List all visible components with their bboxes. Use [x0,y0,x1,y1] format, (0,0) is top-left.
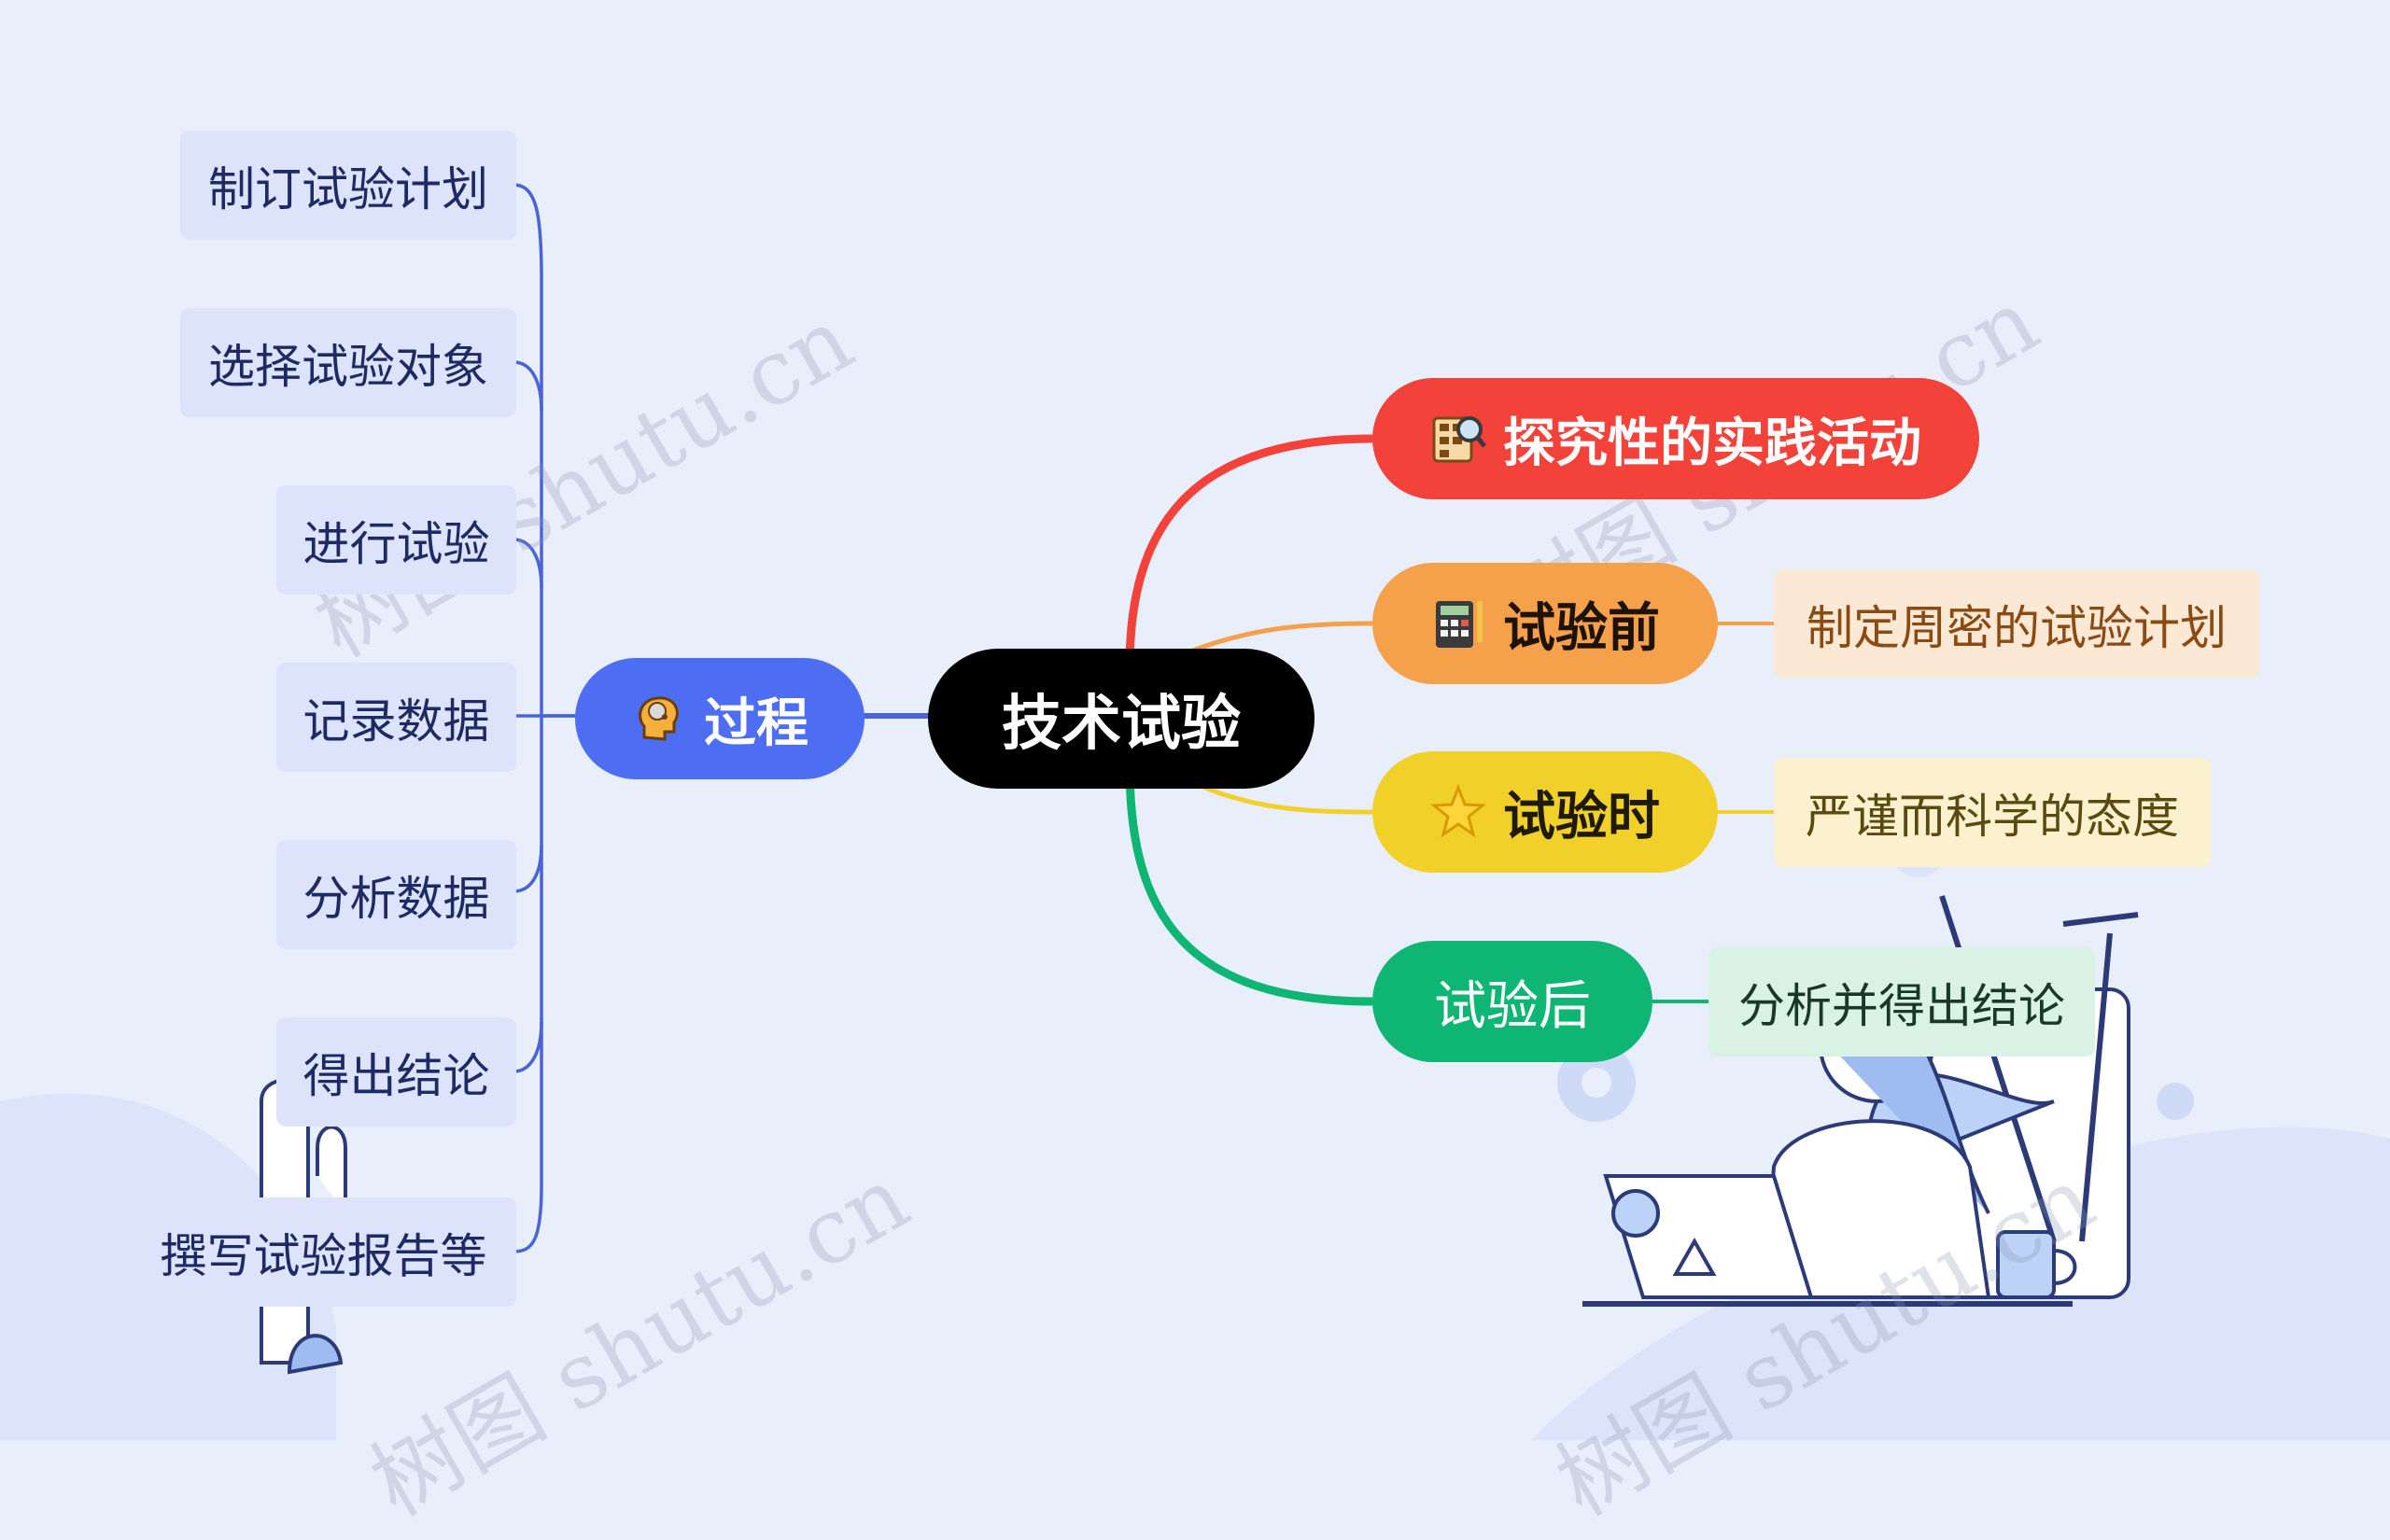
thinking-head-icon [631,691,687,747]
branch-label: 探究性的实践活动 [1503,413,1921,474]
root-label: 技术试验 [1002,690,1241,759]
connector-red [1125,434,1373,668]
leaf-label: 选择试验对象 [208,339,488,394]
left-connectors [513,183,929,1253]
leaf-node-plan[interactable]: 制订试验计划 [180,131,516,240]
connector-yellow [1184,777,1373,815]
detail-label: 制定周密的试验计划 [1807,600,2227,655]
branch-node-process[interactable]: 过程 [575,658,865,779]
connector-orange [1185,621,1373,656]
branch-node-before-test[interactable]: 试验前 [1372,563,1718,684]
detail-label: 分析并得出结论 [1738,978,2065,1033]
leaf-label: 记录数据 [302,693,490,749]
star-icon [1429,783,1487,840]
detail-node-conclusion[interactable]: 分析并得出结论 [1708,947,2095,1057]
leaf-node-select-object[interactable]: 选择试验对象 [180,308,516,417]
detail-node-plan[interactable]: 制定周密的试验计划 [1774,569,2259,679]
magnifier-calculator-icon [1430,411,1486,467]
root-node[interactable]: 技术试验 [928,649,1314,789]
person-laptop-illustration [1582,895,2139,1307]
detail-node-attitude[interactable]: 严谨而科学的态度 [1774,758,2211,867]
branch-label: 试验后 [1434,975,1591,1037]
calculator-icon [1430,595,1486,651]
leaf-node-report[interactable]: 撰写试验报告等 [131,1197,516,1307]
leaf-node-analyze-data[interactable]: 分析数据 [276,840,516,949]
leaf-node-conduct[interactable]: 进行试验 [276,485,516,595]
leaf-label: 制订试验计划 [208,161,488,217]
leaf-node-record-data[interactable]: 记录数据 [276,663,516,772]
branch-label: 试验时 [1503,786,1660,847]
branch-label: 过程 [704,693,808,754]
branch-node-exploratory-activity[interactable]: 探究性的实践活动 [1372,378,1979,499]
leaf-label: 进行试验 [302,516,490,571]
leaf-label: 得出结论 [302,1048,490,1103]
connector-green [1125,764,1373,1006]
branch-node-during-test[interactable]: 试验时 [1372,751,1718,873]
leaf-node-conclusion[interactable]: 得出结论 [276,1017,516,1127]
branch-node-after-test[interactable]: 试验后 [1372,941,1652,1062]
leaf-label: 撰写试验报告等 [160,1228,487,1283]
leaf-label: 分析数据 [302,871,490,926]
detail-label: 严谨而科学的态度 [1806,789,2179,844]
branch-label: 试验前 [1503,597,1660,659]
